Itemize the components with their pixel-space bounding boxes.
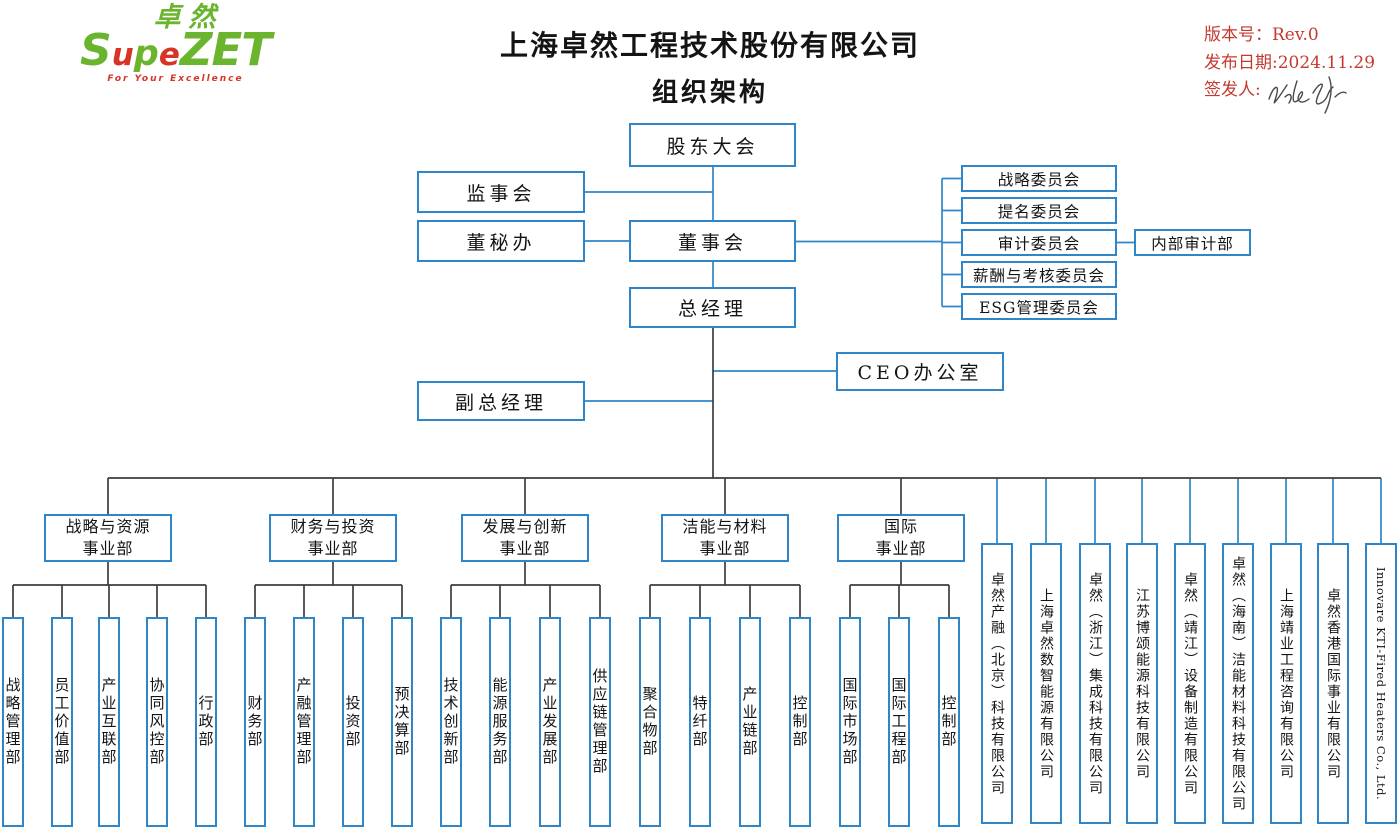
version-info: 版本号：Rev.0 发布日期:2024.11.29 签发人: — [1204, 22, 1375, 115]
department-box: 控制部 — [938, 617, 960, 827]
box-internal-audit: 内部审计部 — [1134, 229, 1251, 256]
department-box: 产业链部 — [739, 617, 761, 827]
department-box: 产业互联部 — [98, 617, 120, 827]
department-box: 员工价值部 — [51, 617, 73, 827]
box-division-international: 国际 事业部 — [837, 514, 965, 562]
page-subtitle: 组织架构 — [651, 78, 768, 108]
subsidiary-box: 卓然香港国际事业有限公司 — [1317, 543, 1349, 824]
subsidiary-box: Innovare KTI-Fired Heaters Co., Ltd. — [1365, 543, 1397, 824]
department-box: 财务部 — [244, 617, 266, 827]
subsidiary-box: 卓然（海南）洁能材料科技有限公司 — [1222, 543, 1254, 824]
logo-chinese-text: 卓然 — [153, 2, 224, 33]
box-esg-committee: ESG管理委员会 — [961, 293, 1117, 320]
department-box: 产融管理部 — [293, 617, 315, 827]
logo-brand-text: SupeZET — [78, 27, 273, 73]
signer-row: 签发人: — [1204, 76, 1375, 115]
box-compensation-committee: 薪酬与考核委员会 — [961, 261, 1117, 288]
signer-label: 签发人: — [1204, 80, 1261, 101]
logo-letter: e — [158, 37, 180, 73]
logo-letter: u — [111, 37, 134, 73]
subsidiary-box: 上海卓然数智能源有限公司 — [1030, 543, 1062, 824]
department-box: 战略管理部 — [2, 617, 24, 827]
box-nomination-committee: 提名委员会 — [961, 197, 1117, 224]
subsidiary-box: 卓然（靖江）设备制造有限公司 — [1174, 543, 1206, 824]
logo-letter: p — [133, 34, 159, 74]
subsidiary-box: 卓然产融（北京）科技有限公司 — [981, 543, 1013, 824]
page-header: 上海卓然工程技术股份有限公司 组织架构 — [400, 24, 1020, 109]
box-board-secretary-office: 董秘办 — [417, 220, 585, 262]
subsidiary-box: 卓然（浙江）集成科技有限公司 — [1079, 543, 1111, 824]
box-shareholders-meeting: 股东大会 — [629, 123, 796, 167]
subsidiary-box: 上海靖业工程咨询有限公司 — [1270, 543, 1302, 824]
box-supervisory-board: 监事会 — [417, 171, 585, 213]
department-box: 预决算部 — [391, 617, 413, 827]
subsidiary-box: 江苏博颂能源科技有限公司 — [1126, 543, 1158, 824]
box-division-development-innovation: 发展与创新 事业部 — [461, 514, 589, 562]
release-date: 发布日期:2024.11.29 — [1204, 52, 1376, 73]
department-box: 协同风控部 — [146, 617, 168, 827]
box-division-cleanenergy-materials: 洁能与材料 事业部 — [661, 514, 789, 562]
signature-handwriting-icon — [1268, 76, 1347, 114]
company-logo: 卓然 SupeZET For Your Excellence — [78, 4, 273, 84]
department-box: 供应链管理部 — [589, 617, 611, 827]
box-division-finance-investment: 财务与投资 事业部 — [269, 514, 397, 562]
department-box: 行政部 — [195, 617, 217, 827]
department-box: 技术创新部 — [440, 617, 462, 827]
department-box: 特纤部 — [689, 617, 711, 827]
box-audit-committee: 审计委员会 — [961, 229, 1117, 256]
department-box: 聚合物部 — [639, 617, 661, 827]
box-board-of-directors: 董事会 — [629, 220, 796, 262]
department-box: 产业发展部 — [539, 617, 561, 827]
logo-tagline: For Your Excellence — [107, 74, 244, 84]
page-title: 上海卓然工程技术股份有限公司 — [499, 29, 920, 62]
department-box: 投资部 — [342, 617, 364, 827]
box-ceo-office: CEO办公室 — [836, 352, 1004, 391]
department-box: 国际工程部 — [888, 617, 910, 827]
box-strategy-committee: 战略委员会 — [961, 165, 1117, 192]
box-deputy-general-manager: 副总经理 — [417, 381, 585, 421]
version-number: 版本号：Rev.0 — [1204, 25, 1319, 45]
box-division-strategy-resources: 战略与资源 事业部 — [44, 514, 172, 562]
box-general-manager: 总经理 — [629, 287, 796, 328]
logo-letter: S — [80, 25, 112, 76]
department-box: 控制部 — [789, 617, 811, 827]
department-box: 能源服务部 — [489, 617, 511, 827]
department-box: 国际市场部 — [839, 617, 861, 827]
logo-letter: ZET — [179, 23, 272, 76]
